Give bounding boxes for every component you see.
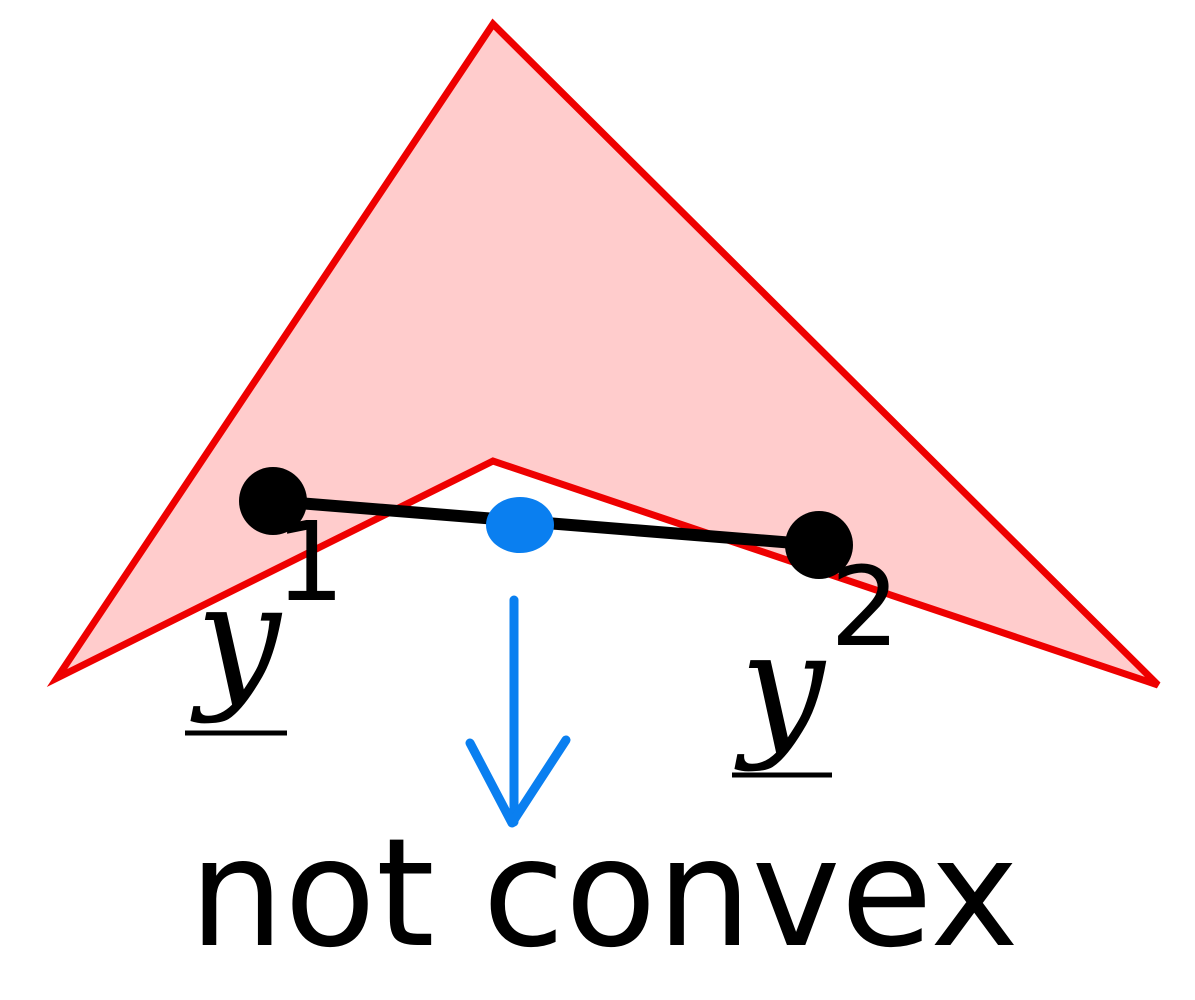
blue-dot-icon (486, 497, 554, 553)
point-y2-marker (785, 511, 853, 579)
label-y2: y 2 (732, 543, 900, 778)
label-y2-index: 2 (830, 543, 900, 671)
point-y1-marker (239, 467, 307, 535)
label-y1-letter: y (190, 552, 283, 726)
arrow-down-icon (465, 595, 571, 828)
label-y2-letter: y (734, 600, 827, 774)
label-y1-index: 1 (275, 498, 345, 626)
label-y1: y 1 (185, 498, 345, 736)
caption-text: not convex (189, 807, 1019, 981)
nonconvex-set-shape (46, 18, 1161, 689)
